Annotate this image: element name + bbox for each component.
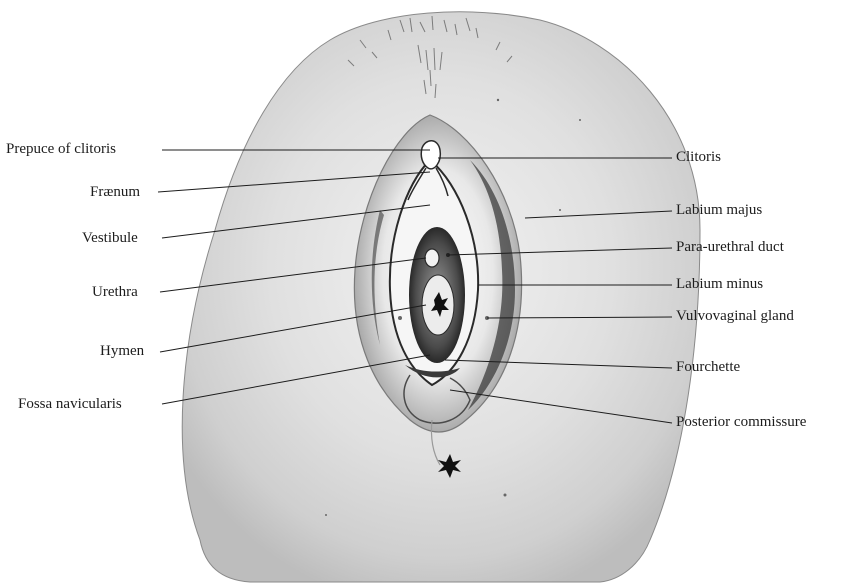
- label-fossa-navicularis: Fossa navicularis: [18, 397, 122, 412]
- label-posterior-commissure: Posterior commissure: [676, 415, 806, 430]
- label-hymen: Hymen: [100, 344, 144, 359]
- label-vulvovaginal-gland: Vulvovaginal gland: [676, 309, 794, 324]
- label-prepuce-of-clitoris: Prepuce of clitoris: [6, 142, 116, 157]
- label-labium-minus: Labium minus: [676, 277, 763, 292]
- label-para-urethral-duct: Para-urethral duct: [676, 240, 784, 255]
- urethral-opening: [425, 249, 439, 267]
- label-clitoris: Clitoris: [676, 150, 721, 165]
- label-urethra: Urethra: [92, 285, 138, 300]
- label-labium-majus: Labium majus: [676, 203, 762, 218]
- label-fourchette: Fourchette: [676, 360, 740, 375]
- label-fraenum: Frænum: [90, 185, 140, 200]
- label-vestibule: Vestibule: [82, 231, 138, 246]
- prepuce-shape: [421, 141, 440, 169]
